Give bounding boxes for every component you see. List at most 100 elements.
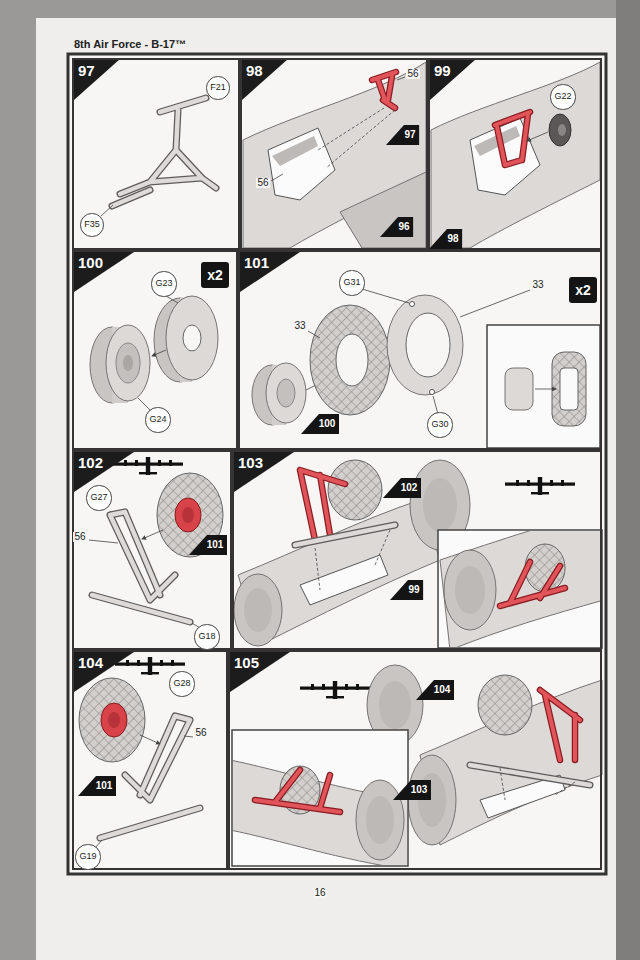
step-number: 97 bbox=[78, 63, 95, 78]
step-reference: 96 bbox=[398, 222, 409, 232]
quantity-badge: x2 bbox=[569, 277, 597, 303]
callout-number: 33 bbox=[293, 321, 306, 331]
engine-nacelle bbox=[455, 566, 485, 614]
quantity-badge: x2 bbox=[201, 262, 229, 288]
part-callout: F35 bbox=[80, 213, 104, 237]
part-number: G19 bbox=[79, 852, 96, 861]
main-wheel-assembly bbox=[406, 313, 450, 377]
paper-background bbox=[36, 18, 616, 960]
engine-nacelle bbox=[300, 470, 345, 540]
fuselage-underside bbox=[271, 174, 283, 181]
engine-nacelle bbox=[234, 460, 604, 650]
callout-number: 33 bbox=[531, 280, 544, 290]
step-tab bbox=[74, 60, 119, 100]
step-panel: 99G2298 bbox=[428, 58, 602, 250]
step-reference-tab: 104 bbox=[416, 680, 455, 700]
step-tab bbox=[242, 60, 287, 100]
fuselage-underside bbox=[495, 112, 530, 165]
step-reference-tab bbox=[383, 478, 422, 498]
wheel-halves bbox=[166, 296, 178, 303]
main-wheel-assembly bbox=[336, 334, 368, 386]
step-reference-tab: 97 bbox=[386, 125, 419, 145]
step-number: 105 bbox=[234, 655, 259, 670]
wheel-halves bbox=[123, 355, 133, 371]
step-reference-tab bbox=[189, 535, 228, 555]
step-tab bbox=[74, 652, 134, 692]
callout-number: 56 bbox=[73, 532, 86, 542]
part-callout: F21 bbox=[206, 76, 230, 100]
step-reference: 100 bbox=[319, 419, 336, 429]
engine-nacelle bbox=[366, 796, 394, 844]
step-reference-tab bbox=[301, 414, 340, 434]
step-reference-tab: 103 bbox=[393, 780, 432, 800]
step-reference-tab: 99 bbox=[390, 580, 423, 600]
main-wheel-assembly bbox=[252, 289, 600, 448]
wheel-halves bbox=[183, 325, 201, 351]
engine-nacelle bbox=[295, 525, 395, 545]
step-reference-tab: 98 bbox=[429, 229, 462, 249]
step-reference-tab: 101 bbox=[189, 535, 228, 555]
part-number: F35 bbox=[84, 220, 100, 229]
main-wheel-assembly bbox=[487, 325, 600, 448]
step-number: 104 bbox=[78, 655, 103, 670]
step-reference: 104 bbox=[434, 685, 451, 695]
wheel-halves bbox=[138, 398, 150, 410]
page-number: 16 bbox=[313, 888, 326, 898]
engine-nacelle bbox=[470, 765, 590, 785]
main-gear-leg bbox=[157, 473, 223, 557]
fuselage-underside bbox=[558, 124, 566, 136]
part-number: G27 bbox=[90, 493, 107, 502]
fuselage-underside bbox=[431, 62, 600, 248]
step-reference-tab bbox=[393, 780, 432, 800]
step-panel: 101G31x2100G30 bbox=[238, 250, 602, 450]
step-reference-tab bbox=[429, 229, 462, 249]
main-gear-leg bbox=[89, 540, 118, 543]
fuselage-underside bbox=[372, 72, 396, 108]
quantity-mark: x2 bbox=[575, 283, 591, 297]
step-number: 102 bbox=[78, 455, 103, 470]
fuselage-underside bbox=[272, 136, 318, 166]
fuselage-underside bbox=[340, 172, 426, 248]
step-reference-tab: 96 bbox=[380, 217, 413, 237]
main-gear-leg bbox=[108, 712, 120, 728]
main-gear-leg bbox=[175, 498, 201, 532]
engine-nacelle bbox=[500, 562, 565, 606]
engine-nacelle bbox=[230, 665, 602, 870]
step-panel: 104G28101G19 bbox=[72, 650, 228, 870]
part-callout: G18 bbox=[194, 624, 219, 649]
step-reference: 102 bbox=[401, 483, 418, 493]
part-callout: G24 bbox=[145, 407, 170, 432]
callout-number: 56 bbox=[406, 69, 419, 79]
engine-nacelle bbox=[233, 760, 407, 865]
fuselage-underside bbox=[527, 132, 548, 141]
engine-nacelle bbox=[255, 770, 340, 812]
part-number: G23 bbox=[155, 279, 172, 288]
step-tab bbox=[430, 60, 475, 100]
step-panel: 100G23x2G24 bbox=[72, 250, 238, 450]
main-wheel-assembly bbox=[430, 390, 435, 395]
tail-wheel-strut bbox=[112, 98, 216, 206]
fuselage-underside bbox=[268, 128, 335, 200]
main-wheel-assembly bbox=[560, 368, 578, 410]
step-number: 101 bbox=[244, 255, 269, 270]
step-reference-tab bbox=[386, 125, 419, 145]
tail-wheel-strut bbox=[101, 205, 113, 216]
part-callout: G23 bbox=[151, 271, 176, 296]
main-wheel-assembly bbox=[552, 352, 586, 426]
part-number: G24 bbox=[149, 415, 166, 424]
fuselage-underside bbox=[318, 108, 395, 168]
wheel-halves bbox=[90, 296, 218, 410]
step-reference-tab: 101 bbox=[78, 776, 117, 796]
callout-number: 56 bbox=[256, 178, 269, 188]
engine-nacelle bbox=[238, 500, 440, 645]
part-number: F21 bbox=[210, 83, 226, 92]
part-callout: G27 bbox=[86, 485, 111, 510]
step-reference: 101 bbox=[207, 540, 224, 550]
page-header: 8th Air Force - B-17™ bbox=[74, 38, 186, 50]
step-reference-tab bbox=[416, 680, 455, 700]
step-panel: 10310299 bbox=[232, 450, 602, 650]
step-reference-tab bbox=[78, 776, 117, 796]
main-wheel-assembly bbox=[387, 295, 463, 395]
